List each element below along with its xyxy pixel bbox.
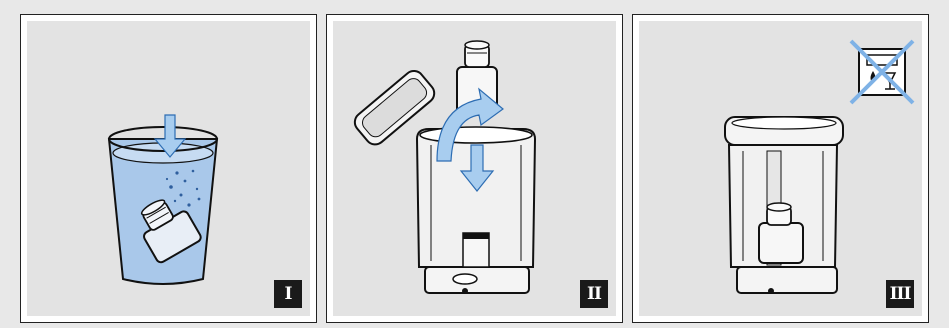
step-1-illustration: I bbox=[27, 21, 310, 316]
step-1-panel: I bbox=[20, 14, 317, 323]
step-number-badge: II bbox=[580, 280, 608, 308]
step-2-illustration: II bbox=[333, 21, 616, 316]
step-3-panel: III bbox=[632, 14, 929, 323]
step-number-badge: I bbox=[274, 280, 302, 308]
tank-with-filter-icon bbox=[639, 21, 924, 318]
step-2-panel: II bbox=[326, 14, 623, 323]
step-3-illustration: III bbox=[639, 21, 922, 316]
filter-soak-in-water-icon bbox=[27, 21, 312, 318]
no-dishwasher-icon bbox=[851, 41, 913, 103]
filter-insert-into-tank-icon bbox=[333, 21, 618, 318]
step-number-badge: III bbox=[886, 280, 914, 308]
